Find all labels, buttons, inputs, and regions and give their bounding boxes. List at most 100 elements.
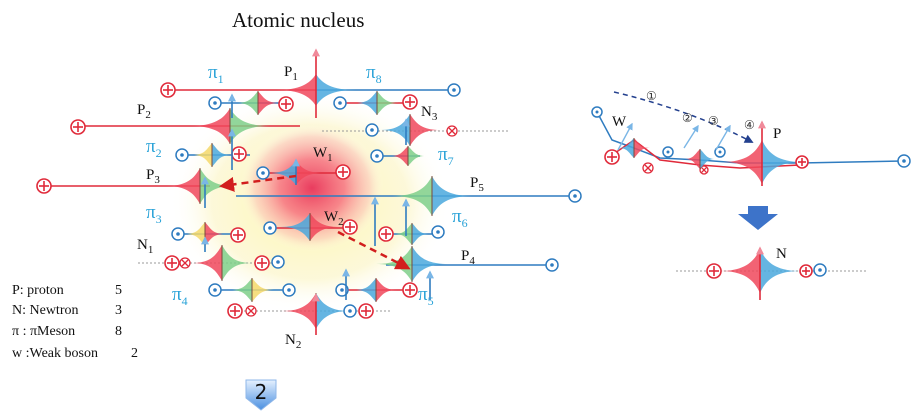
electron-dot-icon (370, 149, 384, 163)
r-packet-1 (618, 138, 650, 158)
electron-dot-icon (256, 166, 270, 180)
legend-name-2: π : πMeson (12, 324, 75, 339)
electron-dot-icon (282, 283, 296, 297)
packet-P3 (166, 168, 234, 204)
proton-plus-icon (358, 303, 374, 319)
step-2: ② (682, 111, 693, 125)
label-N2: N2 (285, 332, 301, 351)
spin-arrow (617, 122, 633, 151)
proton-plus-icon (278, 96, 294, 112)
packet-pi6 (394, 223, 430, 245)
proton-plus-icon (342, 219, 358, 235)
electron-dot-icon (568, 189, 582, 203)
label-P1: P1 (284, 64, 298, 83)
legend-name-3: w :Weak boson (12, 346, 98, 361)
label-N1: N1 (137, 237, 153, 256)
proton-plus-icon (254, 255, 270, 271)
proton-plus-icon (402, 94, 418, 110)
electron-dot-icon (333, 96, 347, 110)
proton-plus-icon (36, 178, 52, 194)
legend-name-1: N: Newtron (12, 303, 79, 318)
packet-row-290a (230, 278, 274, 302)
label-W1: W1 (313, 145, 333, 164)
packet-row-103b (355, 91, 399, 115)
transition-curve (613, 91, 754, 143)
electron-dot-icon (208, 96, 222, 110)
nucleus-layer (36, 48, 582, 335)
legend-count-0: 5 (115, 283, 122, 298)
proton-plus-icon (231, 146, 247, 162)
label-pi2: π2 (146, 136, 162, 160)
label-pi4: π4 (172, 284, 188, 308)
proton-plus-icon (706, 263, 722, 279)
electron-dot-icon (545, 258, 559, 272)
electron-dot-icon (897, 154, 911, 168)
proton-plus-icon (795, 155, 809, 169)
proton-plus-icon (160, 82, 176, 98)
proton-plus-icon (227, 303, 243, 319)
packet-N1 (192, 245, 252, 281)
label-pi3: π3 (146, 202, 162, 226)
label-P3: P3 (146, 167, 160, 186)
step-1: ① (646, 89, 657, 103)
label-W2: W2 (324, 209, 344, 228)
proton-plus-icon (402, 282, 418, 298)
cross-icon (446, 125, 458, 137)
step-badge-number: 2 (255, 380, 268, 404)
electron-dot-icon (263, 221, 277, 235)
electron-dot-icon (271, 255, 285, 269)
weak-chain-blue (596, 111, 905, 164)
cross-icon (245, 305, 257, 317)
proton-plus-icon (335, 164, 351, 180)
r-packet-2 (684, 149, 716, 169)
label-P5: P5 (470, 175, 484, 194)
legend-name-0: P: proton (12, 283, 64, 298)
right-panel: ① ② ③ ④ W P N (591, 89, 911, 300)
step-4: ④ (744, 118, 755, 132)
chevron-down-icon (245, 379, 277, 411)
electron-dot-icon (591, 106, 603, 118)
electron-dot-icon (714, 146, 726, 158)
electron-dot-icon (208, 283, 222, 297)
right-label-N: N (776, 246, 787, 262)
weak-arrow-1 (219, 174, 297, 192)
electron-dot-icon (662, 146, 674, 158)
packet-P2 (190, 108, 270, 144)
label-pi5: π5 (418, 284, 434, 308)
weak-arrow-2 (337, 230, 411, 270)
label-pi6: π6 (452, 206, 468, 230)
electron-dot-icon (447, 83, 461, 97)
proton-plus-icon (230, 227, 246, 243)
proton-plus-icon (164, 255, 180, 271)
right-label-P: P (773, 126, 781, 142)
spin-arrow (715, 124, 731, 151)
cross-icon (699, 165, 709, 175)
label-pi1: π1 (208, 62, 224, 86)
right-label-W: W (612, 114, 627, 130)
electron-dot-icon (343, 304, 357, 318)
proton-plus-icon (70, 119, 86, 135)
packet-pi2 (192, 143, 232, 167)
step-3: ③ (708, 114, 719, 128)
label-N3: N3 (421, 104, 438, 123)
electron-dot-icon (175, 148, 189, 162)
legend-count-3: 2 (131, 346, 138, 361)
packet-row-103a (236, 91, 280, 115)
electron-dot-icon (335, 283, 349, 297)
packet-W2 (280, 213, 340, 241)
legend-count-2: 8 (115, 324, 122, 339)
spin-arrow (683, 124, 699, 149)
proton-plus-icon (604, 149, 620, 165)
electron-dot-icon (813, 263, 827, 277)
packet-row-290b (354, 278, 398, 302)
down-arrow-icon (738, 206, 778, 230)
label-P4: P4 (461, 248, 475, 267)
label-P2: P2 (137, 102, 151, 121)
cross-icon (642, 162, 654, 174)
proton-plus-icon (799, 264, 813, 278)
label-pi7: π7 (438, 144, 454, 168)
packet-pi7 (390, 146, 426, 166)
label-pi8: π8 (366, 62, 382, 86)
proton-plus-icon (378, 226, 394, 242)
